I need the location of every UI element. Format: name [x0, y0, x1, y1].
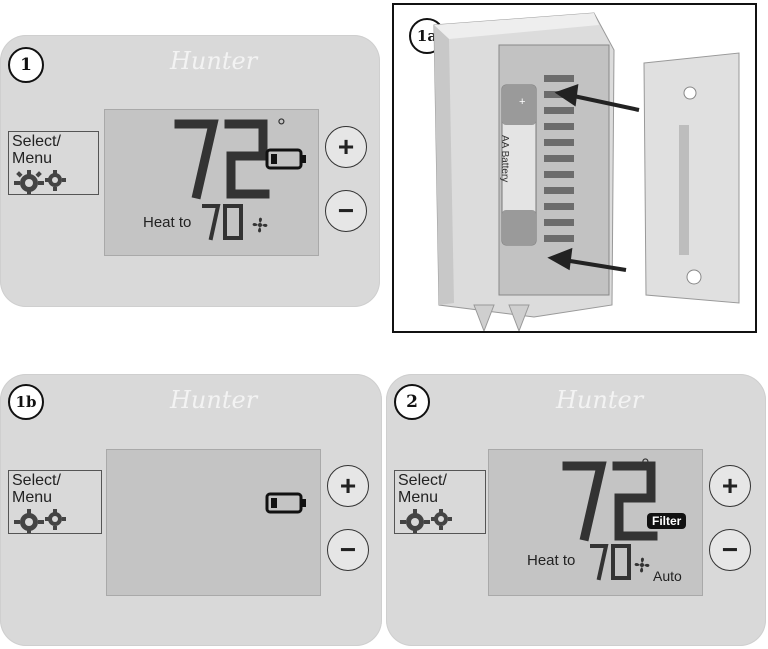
- degree-icon: °: [277, 114, 286, 139]
- step-badge-2: 2: [394, 384, 430, 420]
- degree-icon: °: [641, 454, 650, 479]
- set-temp-digits: [590, 544, 631, 581]
- select-menu-button[interactable]: Select/Menu: [8, 131, 99, 195]
- step-badge-1b: 1b: [8, 384, 44, 420]
- gear-icon: [14, 509, 66, 533]
- plus-button[interactable]: +: [327, 465, 369, 507]
- lcd-display: ° Filter Heat to Auto: [488, 449, 703, 596]
- fan-icon: [252, 217, 268, 233]
- battery-plus-sign: +: [519, 96, 525, 108]
- current-temp-digits: [562, 461, 658, 542]
- thermostat-panel-2: 2 Hunter Select/Menu ° Filter Heat to: [386, 374, 766, 646]
- brand-logo: Hunter: [556, 386, 644, 414]
- menu-label: Menu: [12, 150, 53, 167]
- menu-label: Menu: [12, 489, 53, 506]
- battery-label: AA Battery: [499, 135, 510, 183]
- current-temp-digits: [174, 119, 270, 200]
- step-badge-1: 1: [8, 47, 44, 83]
- battery-photo-frame: 1a +: [392, 3, 757, 333]
- fan-icon: [634, 557, 650, 573]
- select-label: Select/: [398, 472, 447, 489]
- set-temp-digits: [202, 204, 243, 241]
- minus-button[interactable]: −: [327, 529, 369, 571]
- filter-indicator: Filter: [647, 513, 687, 529]
- gear-icon: [14, 170, 66, 194]
- select-label: Select/: [12, 133, 61, 150]
- thermostat-panel-1b: 1b Hunter Select/Menu + −: [0, 374, 382, 646]
- heat-to-label: Heat to: [527, 552, 576, 569]
- step-badge-1a: 1a: [409, 18, 445, 54]
- brand-logo: Hunter: [170, 47, 258, 75]
- brand-logo: Hunter: [170, 386, 258, 414]
- thermostat-back-illustration: +: [433, 12, 740, 331]
- gear-icon: [400, 509, 452, 533]
- lcd-display: [106, 449, 321, 596]
- menu-label: Menu: [398, 489, 439, 506]
- battery-low-icon: [265, 148, 306, 170]
- minus-button[interactable]: −: [709, 529, 751, 571]
- select-menu-button[interactable]: Select/Menu: [394, 470, 486, 534]
- select-label: Select/: [12, 472, 61, 489]
- lcd-display: ° Heat to: [104, 109, 319, 256]
- thermostat-panel-1: 1 Hunter Select/Menu °: [0, 35, 380, 307]
- battery-low-icon: [265, 492, 306, 514]
- minus-button[interactable]: −: [325, 190, 367, 232]
- fan-mode-label: Auto: [653, 568, 682, 584]
- select-menu-button[interactable]: Select/Menu: [8, 470, 102, 534]
- plus-button[interactable]: +: [709, 465, 751, 507]
- heat-to-label: Heat to: [143, 214, 192, 231]
- plus-button[interactable]: +: [325, 126, 367, 168]
